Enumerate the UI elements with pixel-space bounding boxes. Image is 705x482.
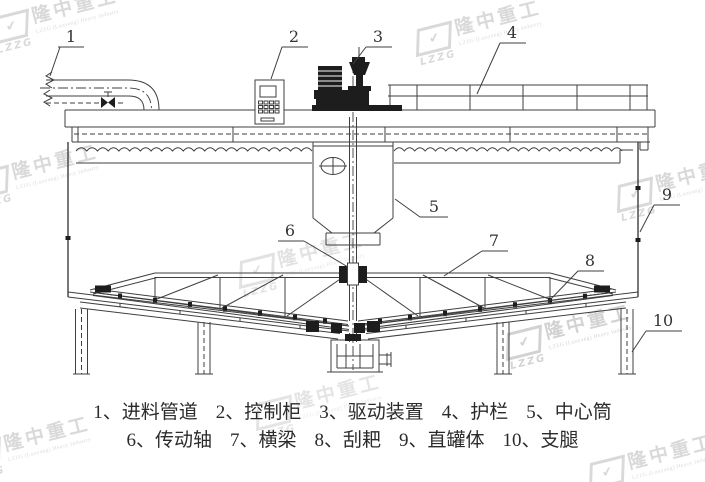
tank-shell <box>65 142 641 297</box>
legend-item-4: 4、护栏 <box>441 402 509 423</box>
cabinet-screen <box>259 85 277 98</box>
callout-3: 3 <box>373 27 383 46</box>
guardrail <box>388 84 648 110</box>
liquid-wave-left <box>75 147 313 152</box>
leader-lines <box>49 42 682 353</box>
legend-item-3: 3、驱动装置 <box>319 402 424 423</box>
callout-2: 2 <box>289 27 299 46</box>
underflow-box <box>327 339 392 373</box>
callout-8: 8 <box>585 251 595 270</box>
support-legs <box>73 309 636 375</box>
legend-item-7: 7、横梁 <box>229 430 297 451</box>
callout-9: 9 <box>662 185 672 204</box>
liquid-wave-right <box>393 147 623 152</box>
drive-unit <box>312 47 402 111</box>
legend-item-6: 6、传动轴 <box>126 430 212 451</box>
legend-row-2: 6、传动轴 7、横梁 8、刮耙 9、直罐体 10、支腿 <box>30 427 675 455</box>
drive-shaft <box>306 58 380 370</box>
bridge-girder <box>64 109 656 151</box>
deck-valve <box>101 91 115 108</box>
callout-labels: 1 2 3 4 5 6 7 8 9 10 <box>66 23 673 330</box>
legend-item-9: 9、直罐体 <box>399 430 485 451</box>
legend-item-8: 8、刮耙 <box>314 430 381 451</box>
callout-1: 1 <box>66 27 76 46</box>
legend-item-1: 1、进料管道 <box>93 402 198 423</box>
legend-item-10: 10、支腿 <box>502 430 579 451</box>
callout-7: 7 <box>489 231 499 250</box>
legend-row-1: 1、进料管道 2、控制柜 3、驱动装置 4、护栏 5、中心筒 <box>30 399 675 427</box>
cabinet-keypad <box>258 100 280 122</box>
rake-arms <box>93 285 613 325</box>
legend-item-2: 2、控制柜 <box>215 402 302 423</box>
control-cabinet <box>254 79 285 125</box>
feed-pipe <box>40 71 160 111</box>
callout-10: 10 <box>653 311 673 330</box>
parts-legend: 1、进料管道 2、控制柜 3、驱动装置 4、护栏 5、中心筒 6、传动轴 7、横… <box>30 399 675 455</box>
callout-5: 5 <box>429 197 439 216</box>
callout-6: 6 <box>285 221 295 240</box>
callout-4: 4 <box>507 23 517 42</box>
legend-item-5: 5、中心筒 <box>526 402 612 423</box>
